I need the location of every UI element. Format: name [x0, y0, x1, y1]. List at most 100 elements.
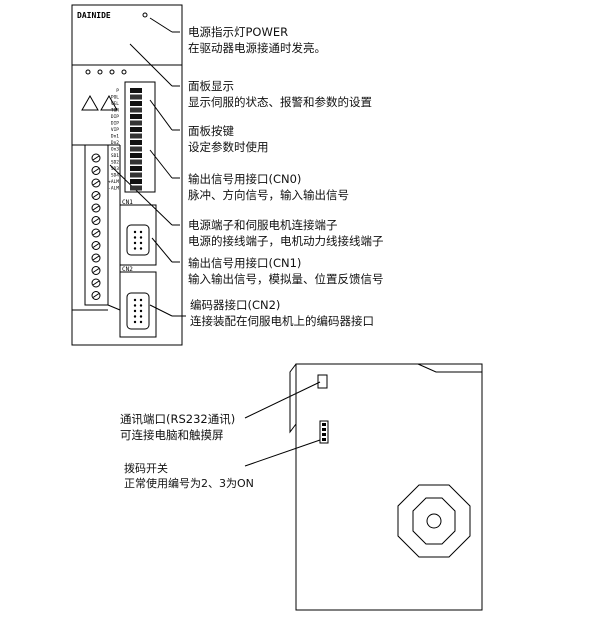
panel-key-block: [130, 94, 142, 100]
cn2-plug: [126, 292, 150, 330]
cn1-plug: [126, 224, 150, 256]
connector-pin: [139, 236, 143, 239]
connector-pin: [139, 230, 143, 234]
callout-cn0: 输出信号用接口(CN0) 脉冲、方向信号，输入输出信号: [188, 172, 349, 202]
terminal-screw: [91, 228, 101, 238]
panel-label: SD1: [111, 153, 119, 159]
panel-label: VIP: [111, 127, 119, 133]
callout-cn1: 输出信号用接口(CN1) 输入输出信号，模拟量、位置反馈信号: [188, 256, 384, 286]
panel-display-frame: [124, 81, 156, 193]
connector-pin: [139, 320, 143, 324]
panel-label: Dn2: [111, 140, 119, 146]
cn2-label: CN2: [122, 266, 133, 273]
terminal-screw: [91, 241, 101, 250]
terminal-screw: [91, 153, 101, 163]
terminal-screw: [91, 166, 101, 175]
connector-pin: [139, 304, 143, 307]
connector-pin: [139, 298, 143, 302]
dip-switch-toggle: [322, 438, 326, 441]
terminal-screw-slot: [92, 193, 100, 198]
connector-pin: [139, 315, 143, 318]
panel-key-block: [130, 114, 142, 119]
callout-power-terminal: 电源端子和伺服电机连接端子 电源的接线端子，电机动力线接线端子: [188, 218, 384, 248]
panel-key-block: [130, 107, 142, 113]
terminal-screw: [91, 278, 101, 288]
cn1-housing: [119, 204, 157, 266]
panel-key-block: [130, 166, 142, 171]
warning-icon-2: [100, 94, 118, 111]
connector-pin: [133, 320, 137, 324]
callout-dip: 拨码开关 正常使用编号为2、3为ON: [124, 462, 254, 490]
terminal-screw-slot: [92, 218, 100, 223]
connector-pin: [133, 304, 137, 307]
connector-pin: [133, 247, 137, 250]
panel-label: -ALM: [108, 186, 119, 192]
panel-key-block: [130, 159, 142, 165]
panel-label: POL: [111, 95, 119, 101]
callout-panel-display: 面板显示 显示伺服的状态、报警和参数的设置: [188, 79, 372, 109]
rs232-port: [317, 374, 328, 389]
terminal-screw-slot: [92, 180, 100, 186]
connector-pin: [133, 298, 137, 302]
dip-switch-toggle: [322, 423, 326, 426]
terminal-screw-slot: [92, 230, 100, 236]
panel-label: DIP: [111, 114, 119, 120]
knob-middle: [412, 497, 456, 545]
terminal-screw: [91, 203, 101, 213]
connector-pin: [133, 315, 137, 318]
terminal-screw: [91, 253, 101, 263]
terminal-screw: [91, 291, 101, 300]
panel-label: Dn1: [111, 134, 119, 140]
dip-switch-toggle: [322, 433, 326, 436]
connector-pin: [133, 236, 137, 239]
knob-inner: [426, 513, 442, 529]
power-led: [142, 12, 148, 18]
panel-label: +ALM: [108, 179, 119, 185]
terminal-screw: [91, 191, 101, 200]
panel-label: P: [116, 88, 119, 94]
connector-pin: [139, 247, 143, 250]
terminal-screw-slot: [92, 255, 100, 261]
terminal-screw: [91, 266, 101, 275]
callout-rs232: 通讯端口(RS232通讯) 可连接电脑和触摸屏: [120, 412, 236, 442]
panel-key-block: [130, 153, 142, 158]
terminal-screw-slot: [92, 155, 100, 161]
callout-cn2: 编码器接口(CN2) 连接装配在伺服电机上的编码器接口: [190, 298, 374, 328]
terminal-strip: [84, 144, 109, 306]
connector-pin: [133, 241, 137, 245]
terminal-screw-slot: [92, 205, 100, 211]
terminal-screw-slot: [92, 168, 100, 173]
brand-logo: DAINIDE: [77, 11, 111, 20]
panel-key-block: [130, 133, 142, 139]
terminal-screw: [91, 216, 101, 225]
connector-pin: [133, 230, 137, 234]
panel-key-block: [130, 88, 142, 93]
terminal-screw-slot: [92, 268, 100, 273]
knob-outer: [397, 484, 471, 558]
cn2-housing: [119, 271, 157, 338]
connector-pin: [139, 241, 143, 245]
panel-label: SD3: [111, 166, 119, 172]
panel-key-block: [130, 120, 142, 126]
connector-pin: [139, 309, 143, 313]
callout-panel-keys: 面板按键 设定参数时使用: [188, 124, 269, 154]
drive-side-body: [295, 363, 483, 611]
panel-label: On3: [111, 147, 119, 153]
panel-label: VEL: [111, 101, 119, 107]
panel-label: TOR: [111, 108, 119, 114]
connector-pin: [133, 309, 137, 313]
terminal-screw-slot: [92, 243, 100, 248]
panel-label: SD4: [111, 173, 119, 179]
cn1-label: CN1: [122, 199, 133, 206]
panel-key-block: [130, 172, 142, 178]
panel-key-block: [130, 140, 142, 145]
panel-key-block: [130, 185, 142, 191]
callout-power: 电源指示灯POWER 在驱动器电源接通时发亮。: [188, 25, 326, 55]
dip-switch: [319, 420, 329, 444]
dip-switch-toggle: [322, 428, 326, 431]
panel-key-block: [130, 127, 142, 132]
panel-key-block: [130, 179, 142, 184]
terminal-screw-slot: [92, 280, 100, 286]
warning-icon: [81, 94, 99, 111]
